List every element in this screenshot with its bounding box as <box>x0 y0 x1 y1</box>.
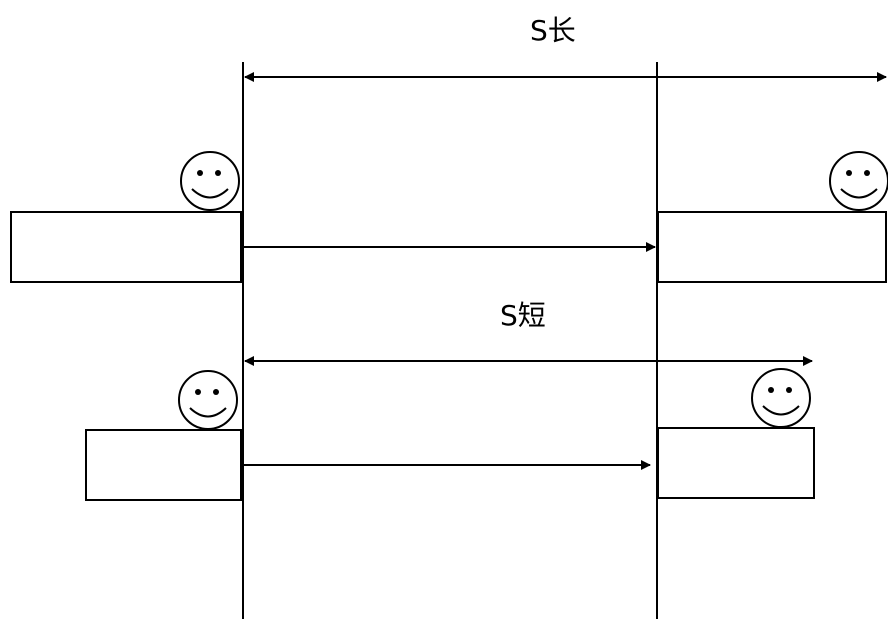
bottom-right-platform <box>657 427 815 499</box>
bottom-left-platform <box>85 429 242 501</box>
top-left-smiley-icon <box>180 151 240 211</box>
long-distance-label: S长 <box>530 14 576 47</box>
bottom-left-smiley-icon <box>178 370 238 430</box>
top-right-smiley-icon <box>829 151 888 211</box>
bottom-right-smiley-icon <box>751 368 811 428</box>
top-right-platform <box>657 211 887 283</box>
short-distance-label: S短 <box>500 299 546 332</box>
top-left-platform <box>10 211 242 283</box>
